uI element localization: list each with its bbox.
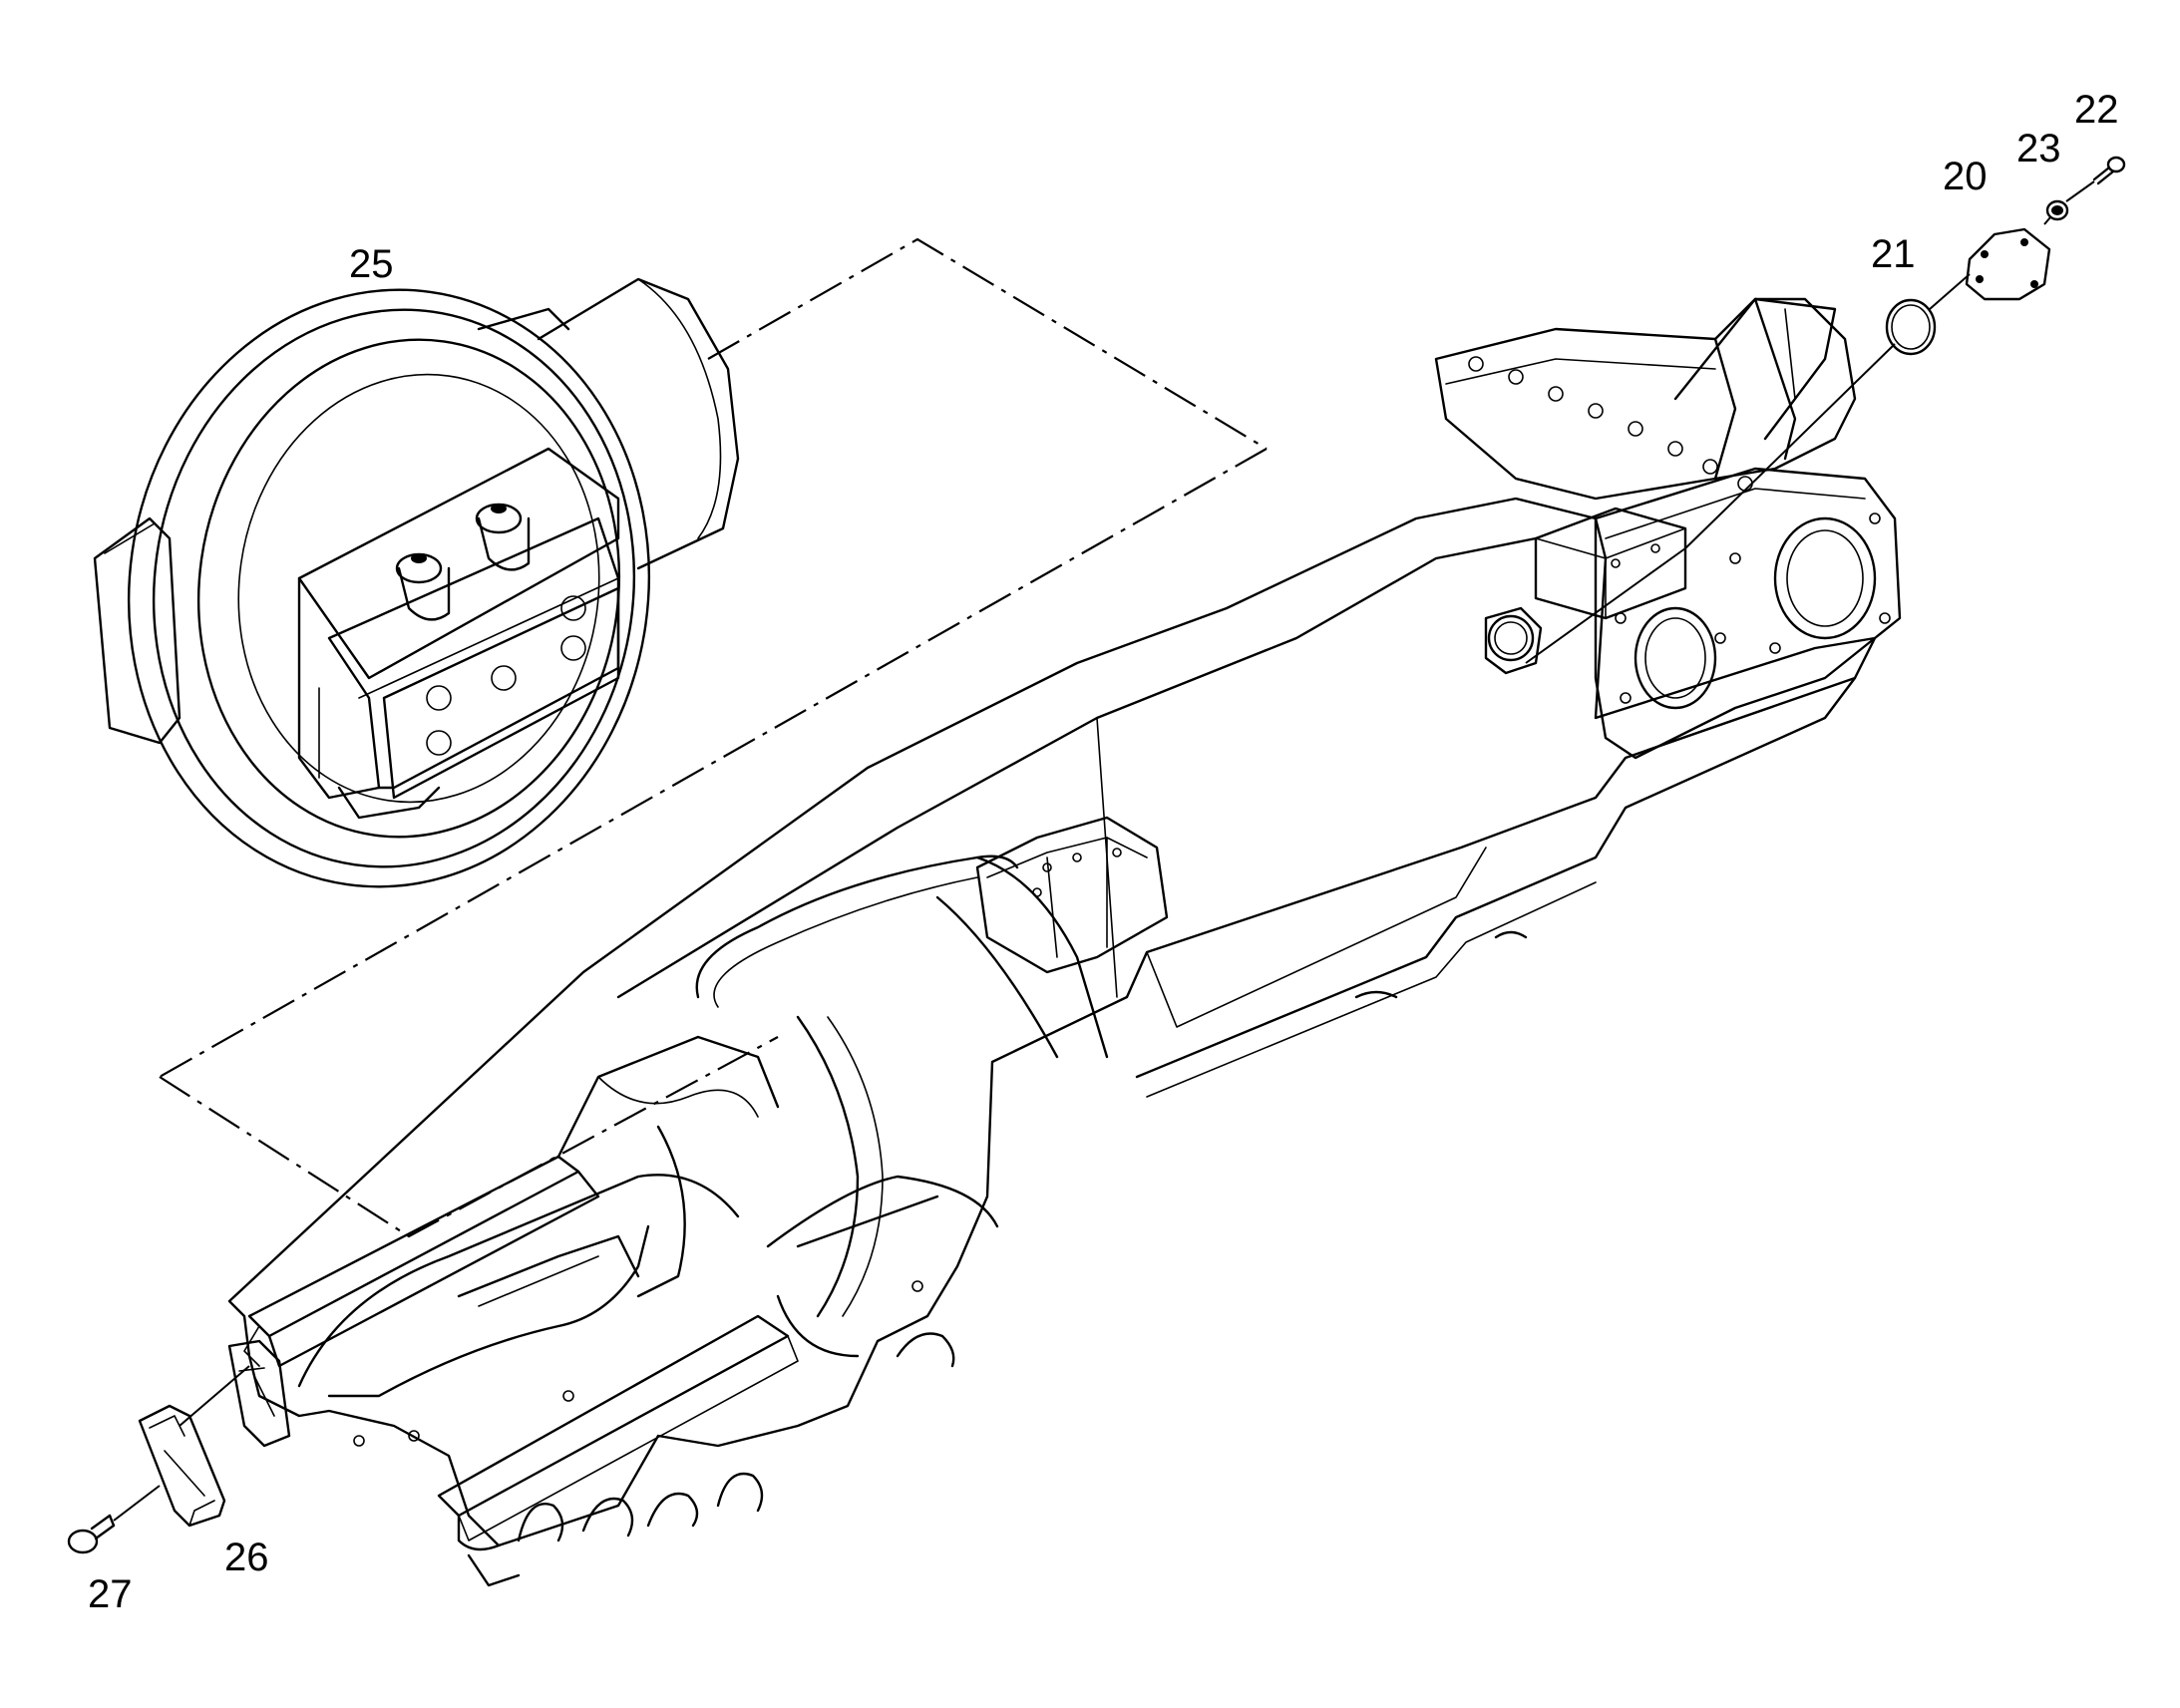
idler-studs [395, 503, 531, 621]
rear-bolt [2092, 156, 2126, 185]
callout-25: 25 [349, 242, 394, 286]
guide-plate [138, 1404, 226, 1528]
callout-20: 20 [1943, 155, 1988, 198]
front-idler-assembly [93, 277, 740, 888]
cover-plate [1965, 227, 2051, 301]
lock-washer [2045, 199, 2069, 221]
callout-27: 27 [88, 1572, 133, 1616]
rear-block-bolts [1468, 356, 1753, 492]
front-bolt [67, 1514, 116, 1554]
track-frame [227, 297, 1902, 1587]
assembly-dashed-outline [159, 237, 1268, 1238]
callout-22: 22 [2074, 88, 2119, 132]
callout-26: 26 [224, 1536, 269, 1579]
callout-23: 23 [2016, 127, 2061, 171]
o-ring [1885, 298, 1937, 356]
callout-21: 21 [1871, 232, 1916, 276]
